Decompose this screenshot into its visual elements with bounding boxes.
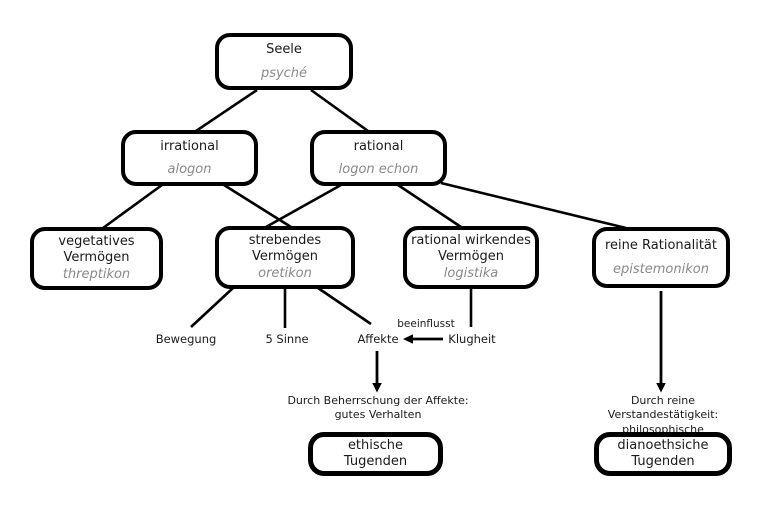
arrow-affekte-down-head: [372, 383, 382, 393]
node-reine-rationalitaet-label: reine Rationalität: [604, 238, 717, 254]
edge-irrational-strebendes: [223, 183, 292, 229]
node-seele-sublabel: psyché: [260, 65, 308, 81]
node-strebendes-label: strebendes Vermögen: [248, 233, 322, 264]
node-rational-wirkendes-label: rational wirkendes Vermögen: [411, 233, 531, 264]
node-irrational-label: irrational: [160, 138, 219, 154]
node-vegetatives-sublabel: threptikon: [62, 267, 131, 283]
edge-strebendes-bewegung: [190, 287, 234, 328]
annotation-ethische-tugenden: Durch Beherrschung der Affekte: gutes Ve…: [287, 394, 469, 422]
edge-rational-strebendes: [265, 183, 342, 229]
node-rational: rational logon echon: [310, 130, 447, 186]
label-klugheit: Klugheit: [448, 332, 496, 346]
edge-strebendes-affekte: [317, 286, 372, 326]
node-ethische-tugenden: ethische Tugenden: [308, 432, 443, 476]
edge-seele-irrational: [195, 88, 258, 133]
edge-rational-reinerationalitaet: [440, 181, 627, 230]
label-bewegung: Bewegung: [155, 332, 217, 346]
node-strebendes-sublabel: oretikon: [258, 266, 312, 282]
node-ethische-tugenden-label: ethische Tugenden: [343, 438, 408, 469]
node-rational-label: rational: [353, 138, 404, 154]
node-dianoethische-tugenden-label: dianoethsiche Tugenden: [617, 438, 709, 469]
node-strebendes-vermoegen: strebendes Vermögen oretikon: [215, 226, 355, 289]
node-rational-wirkendes-vermoegen: rational wirkendes Vermögen logistika: [403, 226, 539, 289]
label-5-sinne: 5 Sinne: [265, 332, 309, 346]
node-rational-wirkendes-sublabel: logistika: [443, 266, 499, 282]
label-affekte: Affekte: [357, 332, 399, 346]
arrow-klugheit-affekte-head: [403, 334, 413, 344]
edge-rational-rationalwirkendes: [397, 183, 462, 229]
node-reine-rationalitaet: reine Rationalität epistemonikon: [592, 227, 730, 288]
node-seele-label: Seele: [266, 42, 302, 58]
arrow-label-beeinflusst: beeinflusst: [397, 318, 455, 330]
node-reine-rationalitaet-sublabel: epistemonikon: [613, 261, 709, 277]
node-irrational-sublabel: alogon: [167, 162, 212, 178]
node-dianoethische-tugenden: dianoethsiche Tugenden: [594, 432, 732, 476]
arrow-reine-down-head: [656, 383, 666, 393]
edge-seele-rational: [310, 88, 369, 133]
node-seele: Seele psyché: [215, 33, 353, 90]
node-rational-sublabel: logon echon: [338, 162, 419, 178]
node-irrational: irrational alogon: [121, 130, 258, 186]
node-vegetatives-label: vegetatives Vermögen: [58, 234, 135, 265]
node-vegetatives-vermoegen: vegetatives Vermögen threptikon: [30, 227, 163, 290]
edge-irrational-vegetatives: [102, 183, 163, 230]
